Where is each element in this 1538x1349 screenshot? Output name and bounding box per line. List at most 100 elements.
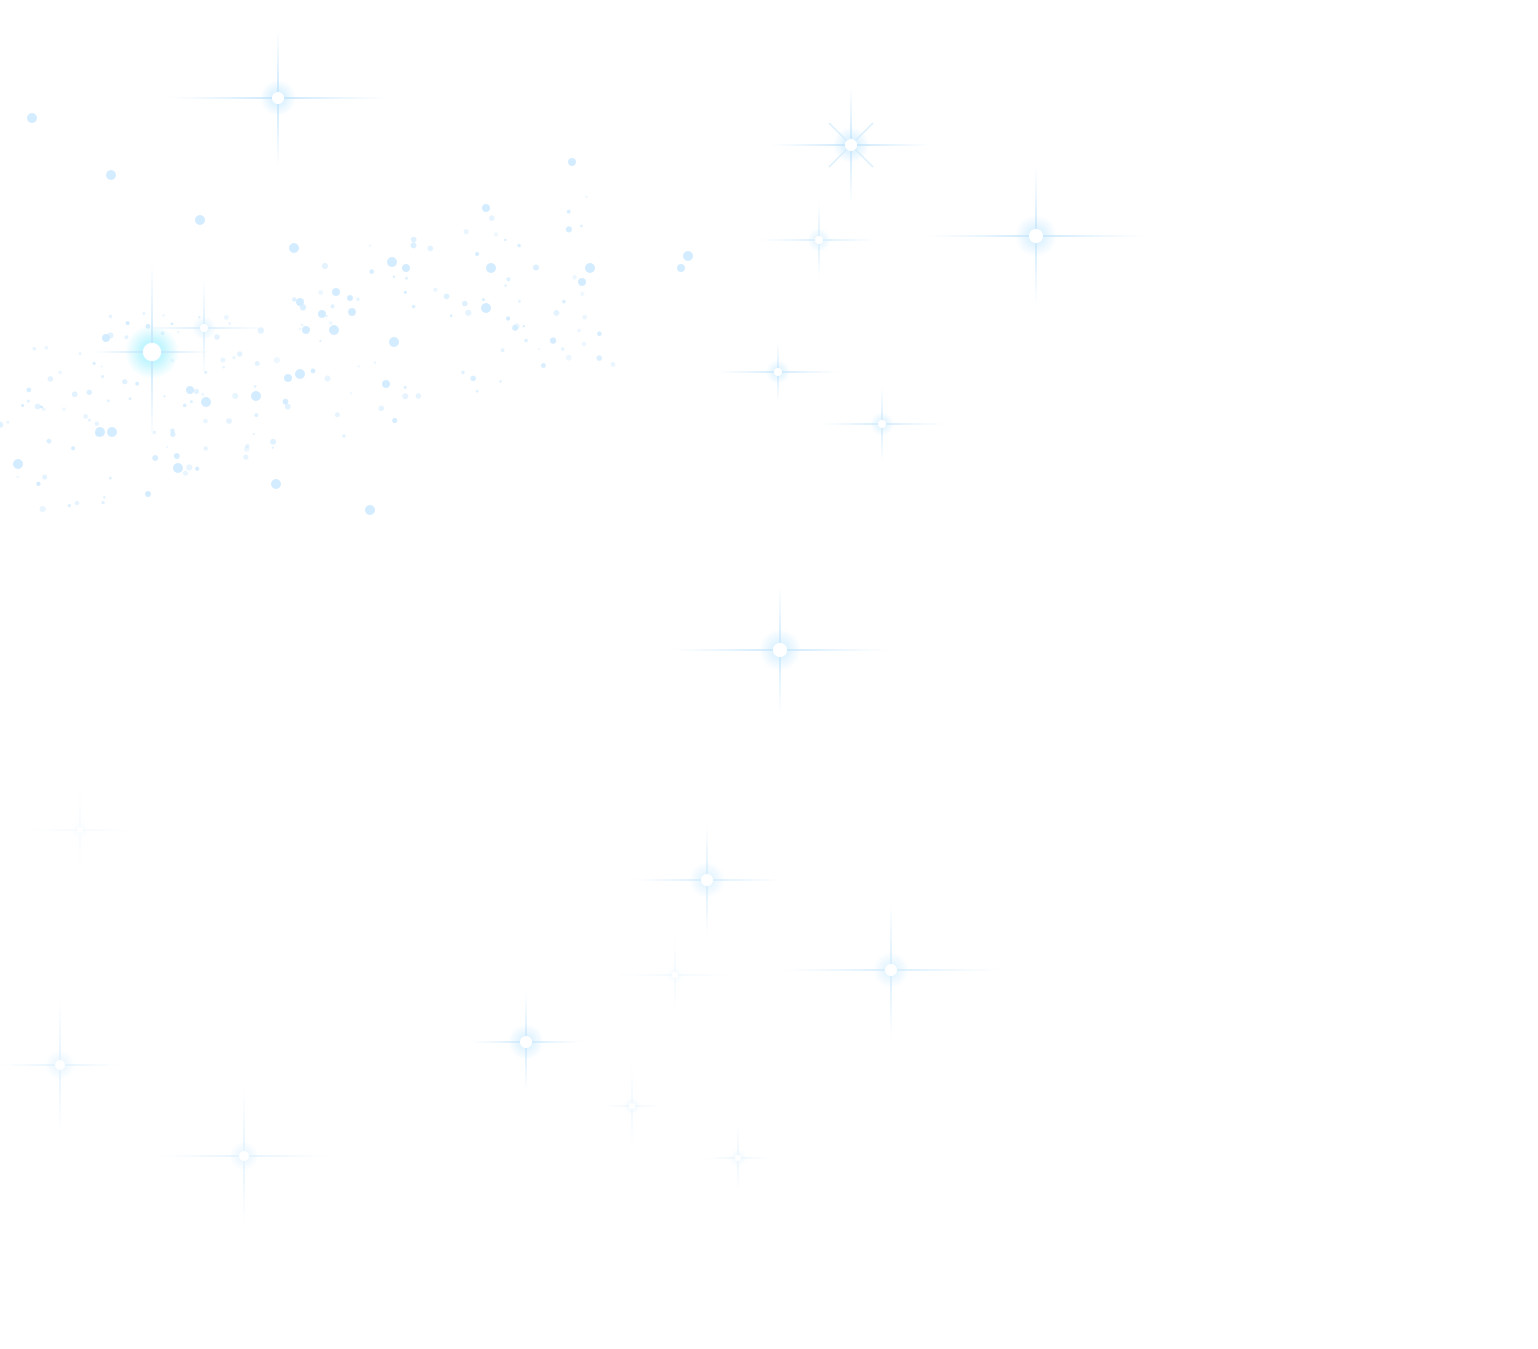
sparkle-icon bbox=[670, 585, 890, 715]
sparkle-icon bbox=[632, 825, 782, 935]
dust-dot-icon bbox=[107, 332, 114, 339]
dust-dot-icon bbox=[580, 224, 583, 228]
dust-dot-icon bbox=[475, 389, 479, 393]
dust-dot-icon bbox=[310, 368, 316, 374]
dust-dot-icon bbox=[124, 335, 129, 340]
dust-dot-icon bbox=[39, 506, 46, 513]
dust-dot-icon bbox=[71, 391, 78, 398]
dust-dot-icon bbox=[222, 365, 226, 369]
dust-dot-icon bbox=[578, 278, 586, 286]
dust-dot-icon bbox=[195, 215, 205, 225]
dust-dot-icon bbox=[46, 438, 52, 444]
dust-dot-icon bbox=[193, 388, 200, 395]
dust-dot-icon bbox=[295, 369, 305, 379]
dust-dot-icon bbox=[214, 334, 220, 340]
dust-dot-icon bbox=[166, 445, 169, 449]
dust-dot-icon bbox=[162, 314, 165, 317]
dust-dot-icon bbox=[101, 501, 105, 505]
dust-dot-icon bbox=[103, 496, 106, 499]
dust-dot-icon bbox=[500, 348, 505, 353]
dust-dot-icon bbox=[517, 243, 521, 248]
dust-dot-icon bbox=[470, 375, 477, 382]
dust-dot-icon bbox=[282, 398, 289, 405]
dust-dot-icon bbox=[504, 238, 507, 242]
dust-dot-icon bbox=[302, 326, 310, 334]
dust-dot-icon bbox=[482, 204, 490, 212]
dust-dot-icon bbox=[300, 323, 304, 327]
dust-dot-icon bbox=[585, 195, 588, 198]
dust-dot-icon bbox=[403, 290, 407, 294]
dust-dot-icon bbox=[562, 299, 566, 304]
dust-dot-icon bbox=[356, 297, 360, 301]
dust-dot-icon bbox=[489, 215, 495, 221]
dust-dot-icon bbox=[486, 263, 496, 273]
dust-dot-icon bbox=[125, 321, 130, 326]
dust-dot-icon bbox=[582, 314, 587, 320]
dust-dot-icon bbox=[122, 379, 128, 385]
sparkle-icon bbox=[0, 997, 120, 1133]
sparkle-icon bbox=[716, 342, 840, 402]
dust-dot-icon bbox=[329, 325, 339, 335]
dust-dot-icon bbox=[357, 365, 360, 368]
dust-dot-icon bbox=[44, 345, 49, 350]
dust-dot-icon bbox=[410, 236, 417, 243]
dust-dot-icon bbox=[389, 337, 399, 347]
dust-dot-icon bbox=[201, 397, 211, 407]
dust-dot-icon bbox=[88, 418, 91, 422]
dust-dot-icon bbox=[382, 380, 390, 388]
dust-dot-icon bbox=[330, 304, 335, 309]
dust-dot-icon bbox=[324, 375, 331, 382]
dust-dot-icon bbox=[494, 232, 498, 237]
sparkle-icon bbox=[781, 900, 1001, 1040]
sparkle-icon bbox=[139, 278, 269, 378]
dust-dot-icon bbox=[152, 430, 157, 435]
dust-dot-icon bbox=[251, 391, 261, 401]
dust-dot-icon bbox=[270, 438, 277, 445]
dust-dot-icon bbox=[289, 243, 299, 253]
sparkle-icon bbox=[926, 166, 1146, 306]
dust-dot-icon bbox=[566, 209, 571, 214]
dust-dot-icon bbox=[254, 361, 260, 366]
dust-dot-icon bbox=[170, 322, 174, 326]
dust-dot-icon bbox=[47, 376, 54, 382]
dust-dot-icon bbox=[298, 327, 301, 331]
dust-dot-icon bbox=[254, 385, 257, 388]
dust-dot-icon bbox=[232, 392, 239, 399]
dust-dot-icon bbox=[538, 348, 541, 351]
dust-dot-icon bbox=[232, 356, 236, 360]
dust-dot-icon bbox=[524, 338, 528, 343]
dust-dot-icon bbox=[27, 113, 37, 123]
dust-dot-icon bbox=[365, 505, 375, 515]
dust-dot-icon bbox=[533, 264, 539, 271]
dust-dot-icon bbox=[71, 446, 76, 451]
dust-dot-icon bbox=[330, 325, 336, 332]
dust-dot-icon bbox=[83, 414, 88, 419]
dust-dot-icon bbox=[342, 434, 346, 438]
dust-dot-icon bbox=[506, 277, 511, 282]
sparkle-icon bbox=[25, 790, 135, 870]
dust-dot-icon bbox=[475, 252, 480, 256]
dust-dot-icon bbox=[182, 470, 189, 476]
dust-dot-icon bbox=[62, 407, 66, 411]
dust-dot-icon bbox=[349, 392, 352, 395]
dust-dot-icon bbox=[163, 395, 166, 398]
dust-dot-icon bbox=[78, 352, 82, 355]
dust-dot-icon bbox=[106, 170, 116, 180]
dust-dot-icon bbox=[6, 420, 10, 424]
sparkle-icon bbox=[771, 85, 931, 205]
dust-dot-icon bbox=[220, 357, 226, 363]
dust-dot-icon bbox=[296, 298, 304, 306]
dust-dot-icon bbox=[226, 418, 232, 424]
dust-dot-icon bbox=[577, 328, 581, 333]
dust-dot-icon bbox=[26, 387, 32, 393]
dust-dot-icon bbox=[403, 386, 407, 389]
dust-dot-icon bbox=[481, 303, 491, 313]
dust-dot-icon bbox=[325, 314, 328, 318]
dust-dot-icon bbox=[204, 371, 208, 374]
dust-dot-icon bbox=[292, 297, 297, 302]
dust-dot-icon bbox=[387, 257, 397, 267]
dust-dot-icon bbox=[271, 446, 274, 449]
dust-dot-icon bbox=[135, 381, 140, 386]
dust-dot-icon bbox=[95, 431, 101, 437]
dust-dot-icon bbox=[506, 316, 511, 321]
